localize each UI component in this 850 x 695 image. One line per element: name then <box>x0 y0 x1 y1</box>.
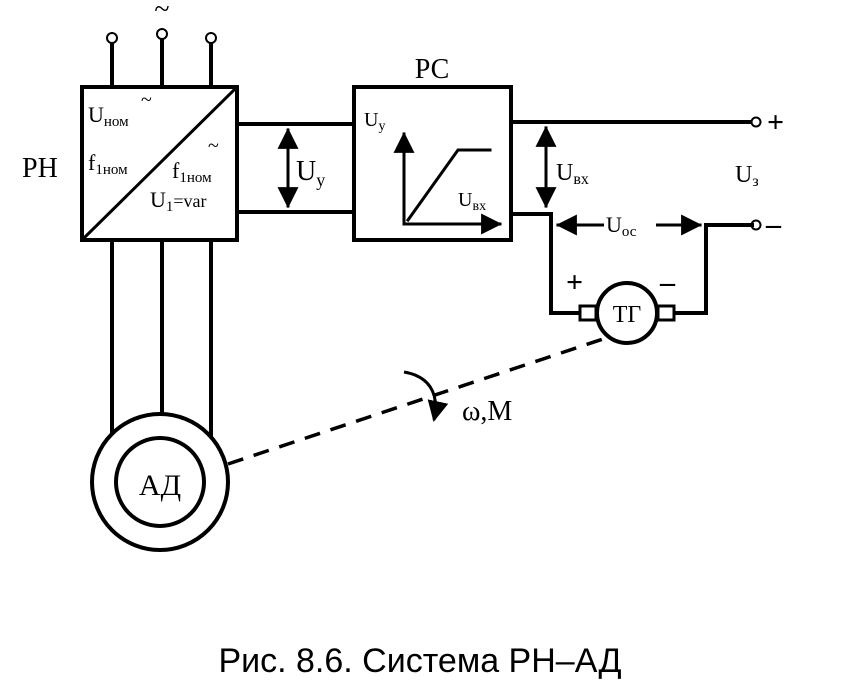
rotation-arrow-icon <box>403 370 449 423</box>
feedback-loop <box>549 212 754 315</box>
minus-terminal-label: – <box>765 208 782 241</box>
ac-supply-terminals <box>106 28 217 89</box>
motor-supply-lines <box>110 238 213 447</box>
tg-minus-label: – <box>659 266 676 299</box>
rn-f1nom-right-label: f1ном <box>172 158 212 186</box>
rn-f1nom-label: f1ном <box>88 150 128 178</box>
tg-label: ТГ <box>613 302 642 328</box>
uvx-label: Uвх <box>556 160 589 188</box>
rs-uvx-axis-label: Uвх <box>458 189 486 214</box>
mechanical-coupling <box>227 334 613 466</box>
figure-caption: Рис. 8.6. Система РН–АД <box>218 642 621 680</box>
uz-label: Uз <box>735 162 759 190</box>
rn-unom-tilde: ~ <box>141 89 152 111</box>
uoc-label: Uос <box>606 212 637 240</box>
rs-uy-axis-label: Uу <box>364 109 385 134</box>
rn-unom-label: Uном <box>88 102 129 130</box>
tg-plus-label: + <box>566 266 583 299</box>
tachogenerator <box>578 281 676 345</box>
rn-label: РН <box>22 153 58 184</box>
input-lines <box>509 116 762 231</box>
ac-supply-symbol: ~ <box>154 0 169 25</box>
rn-u1-var-label: U1=var <box>150 187 207 215</box>
ad-label: АД <box>139 469 181 502</box>
rn-block <box>80 85 239 242</box>
rn-rs-connection <box>235 122 356 214</box>
plus-terminal-label: + <box>767 106 784 139</box>
ad-motor <box>90 412 230 552</box>
omega-m-label: ω,M <box>462 396 512 427</box>
rs-block <box>352 85 513 242</box>
uy-label: Uу <box>296 156 325 190</box>
rs-label: РС <box>415 54 450 85</box>
rn-f1nom-tilde: ~ <box>208 135 219 157</box>
